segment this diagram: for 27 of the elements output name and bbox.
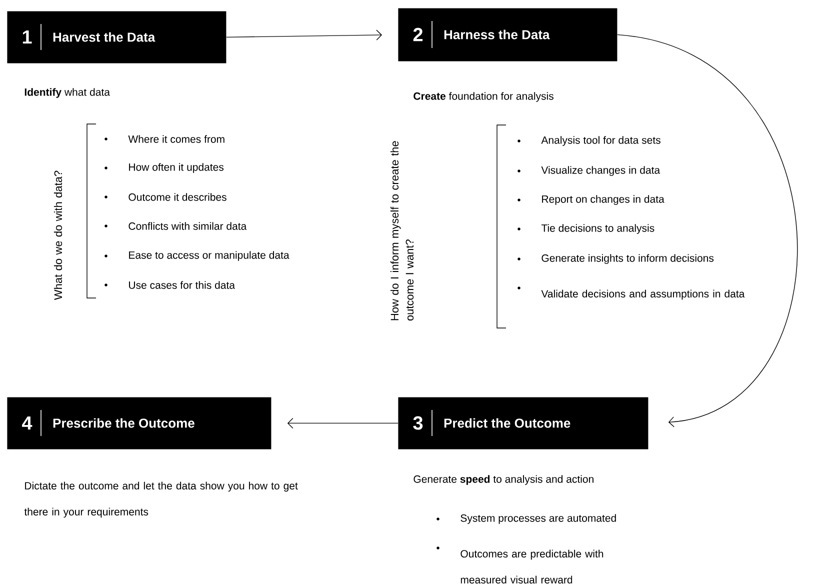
list-item: Outcome it describes <box>128 193 226 201</box>
step-box: 1 Harvest the Data <box>7 11 226 64</box>
list-item: Generate insights to inform decisions <box>542 254 714 264</box>
list-item: Ease to access or manipulate data <box>129 251 290 261</box>
label: Create foundation for analysis <box>414 92 554 102</box>
list-item: Tie decisions to analysis <box>541 224 654 234</box>
question-label: How do I inform myself to create the outcome I want? <box>390 141 414 321</box>
list-item: Visualize changes in data <box>541 166 660 176</box>
step-box: 4 Prescribe the Outcome <box>7 397 272 450</box>
arrow <box>287 418 398 429</box>
step-box: 2 Harness the Data <box>398 8 618 62</box>
list-item: Conflicts with similar data <box>128 222 247 230</box>
label: Generate speed to analysis and action <box>414 475 594 485</box>
list-item: System processes are automated <box>460 514 616 524</box>
label: Identify what data <box>24 88 110 98</box>
list-item: How often it updates <box>129 163 224 173</box>
arrow <box>226 30 382 40</box>
list-item: Outcomes are predictable with measured visual reward <box>460 550 604 584</box>
list-item: Where it comes from <box>128 135 224 143</box>
step-box: 3 Predict the Outcome <box>398 397 648 450</box>
list-item: Validate decisions and assumptions in data <box>541 290 745 300</box>
label: Dictate the outcome and let the data show you how to get there in your requirements <box>24 482 298 518</box>
question-label: What do we do with data? <box>54 170 62 300</box>
list-item: Use cases for this data <box>129 281 235 289</box>
list-item: Analysis tool for data sets <box>541 136 660 146</box>
list-item: Report on changes in data <box>542 195 664 205</box>
arrow <box>617 34 798 428</box>
